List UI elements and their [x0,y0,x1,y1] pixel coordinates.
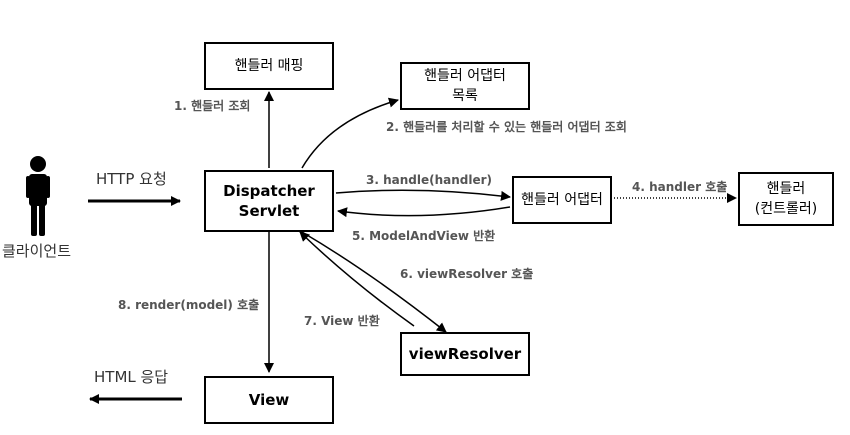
view-label: View [248,391,290,409]
html-response-label: HTML 응답 [94,368,169,386]
step-6-label: 6. viewResolver 호출 [400,267,534,281]
http-request-label: HTTP 요청 [96,170,167,188]
arrow-step-5 [337,206,511,218]
view-resolver-box: viewResolver [400,332,530,376]
client-label: 클라이언트 [2,242,72,260]
handler-mapping-label: 핸들러 매핑 [234,58,304,74]
person-icon [26,156,50,236]
handler-mapping-box: 핸들러 매핑 [204,42,334,90]
arrow-step-3 [335,189,511,201]
step-4-label: 4. handler 호출 [632,180,728,194]
arrow-step-6 [301,231,447,333]
arrow-step-2 [301,97,399,169]
handler-line1: 핸들러 [766,181,806,197]
handler-line2: (컨트롤러) [754,201,818,217]
dispatcher-servlet-box: Dispatcher Servlet [204,170,334,232]
arrow-step-7 [299,231,415,327]
step-2-label: 2. 핸들러를 처리할 수 있는 핸들러 어댑터 조회 [386,120,627,134]
view-box: View [204,376,334,424]
adapter-list-line2: 목록 [452,88,478,104]
dispatcher-line2: Servlet [238,202,300,220]
dispatcher-line1: Dispatcher [223,182,315,200]
step-8-label: 8. render(model) 호출 [118,298,260,312]
step-3-label: 3. handle(handler) [366,173,493,187]
step-7-label: 7. View 반환 [304,314,380,328]
adapter-list-line1: 핸들러 어댑터 [424,68,506,84]
handler-adapter-list-box: 핸들러 어댑터 목록 [400,62,530,110]
handler-box: 핸들러 (컨트롤러) [738,172,834,226]
step-1-label: 1. 핸들러 조회 [174,99,251,113]
step-5-label: 5. ModelAndView 반환 [352,229,496,243]
handler-adapter-label: 핸들러 어댑터 [521,192,603,208]
handler-adapter-box: 핸들러 어댑터 [512,176,612,224]
view-resolver-label: viewResolver [408,345,522,363]
